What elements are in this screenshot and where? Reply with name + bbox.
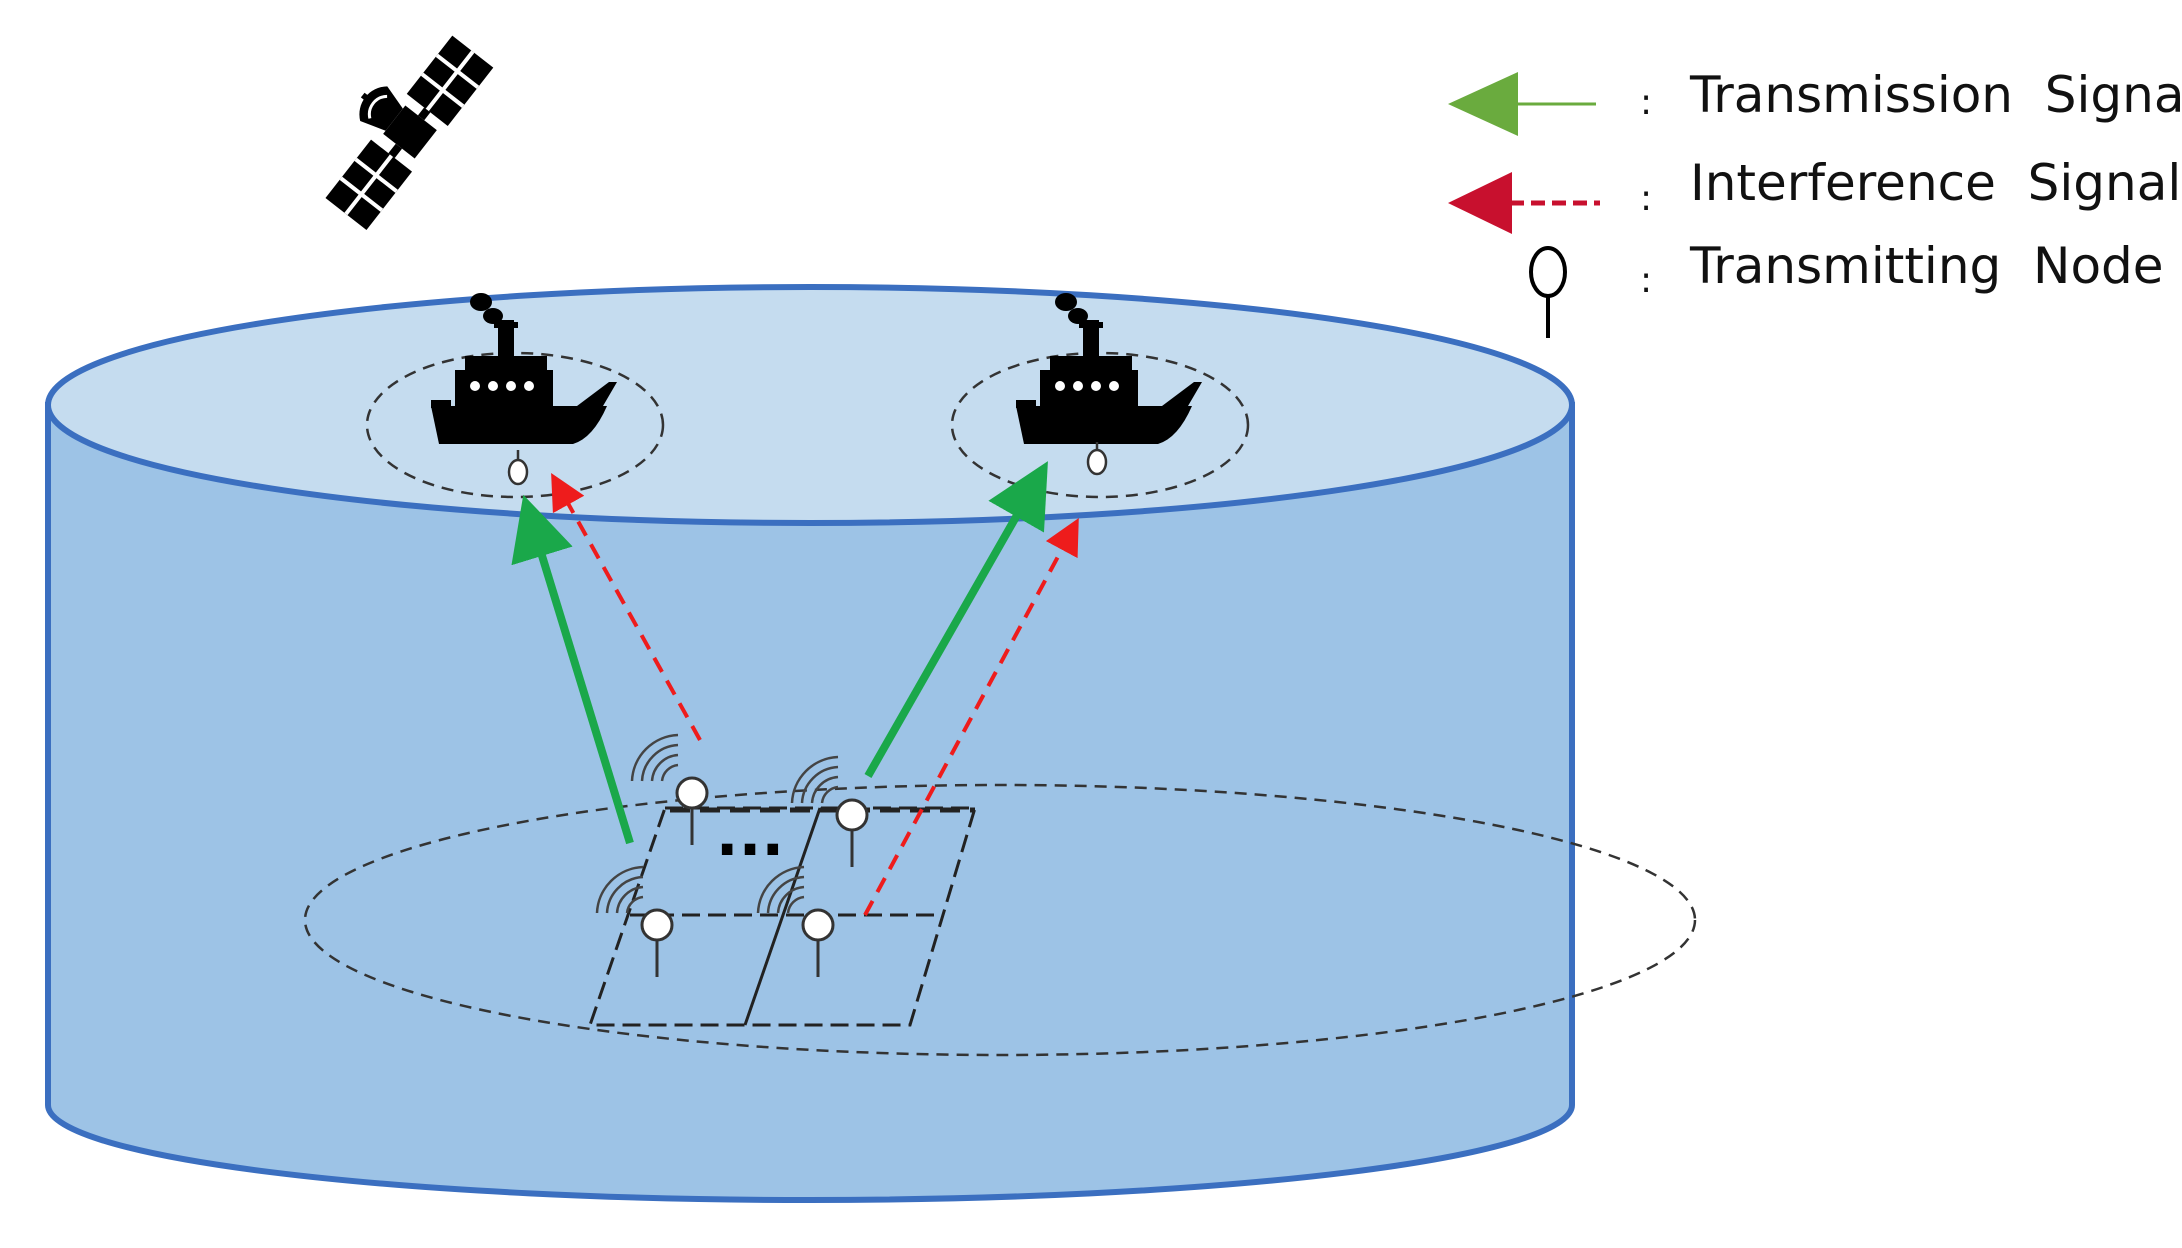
interference-arrow-left <box>551 473 702 741</box>
sensor-grid <box>587 806 978 1027</box>
legend: : Transmission Signal : Interference Sig… <box>1448 66 2182 338</box>
legend-label-interference: Interference Signal <box>1690 154 2181 212</box>
ship-coverage-left <box>365 351 665 499</box>
transmitting-node-icon <box>1529 246 1567 338</box>
satellite-icon <box>325 35 494 230</box>
svg-text::: : <box>1640 260 1652 301</box>
svg-text::: : <box>1640 82 1652 123</box>
legend-arrow-transmission <box>1448 72 1518 136</box>
ellipsis-text: ... <box>716 800 784 870</box>
cylinder-body <box>45 402 1575 1203</box>
legend-arrow-interference <box>1448 172 1512 234</box>
legend-label-node: Transmitting Node <box>1689 237 2164 295</box>
transmission-arrow-right <box>864 461 1048 778</box>
svg-text::: : <box>1640 178 1652 219</box>
ship-coverage-right <box>950 351 1250 499</box>
ship-receiver-left <box>507 450 529 486</box>
interference-arrow-right <box>863 517 1079 916</box>
legend-item-node: : Transmitting Node <box>1529 237 2164 338</box>
legend-label-transmission: Transmission Signal <box>1689 66 2182 124</box>
seabed-region <box>303 783 1697 1057</box>
ship-receiver-right <box>1086 442 1108 476</box>
water-surface <box>45 284 1575 526</box>
transmission-arrow-left <box>511 494 634 845</box>
legend-item-interference: : Interference Signal <box>1448 154 2181 234</box>
legend-item-transmission: : Transmission Signal <box>1448 66 2182 136</box>
